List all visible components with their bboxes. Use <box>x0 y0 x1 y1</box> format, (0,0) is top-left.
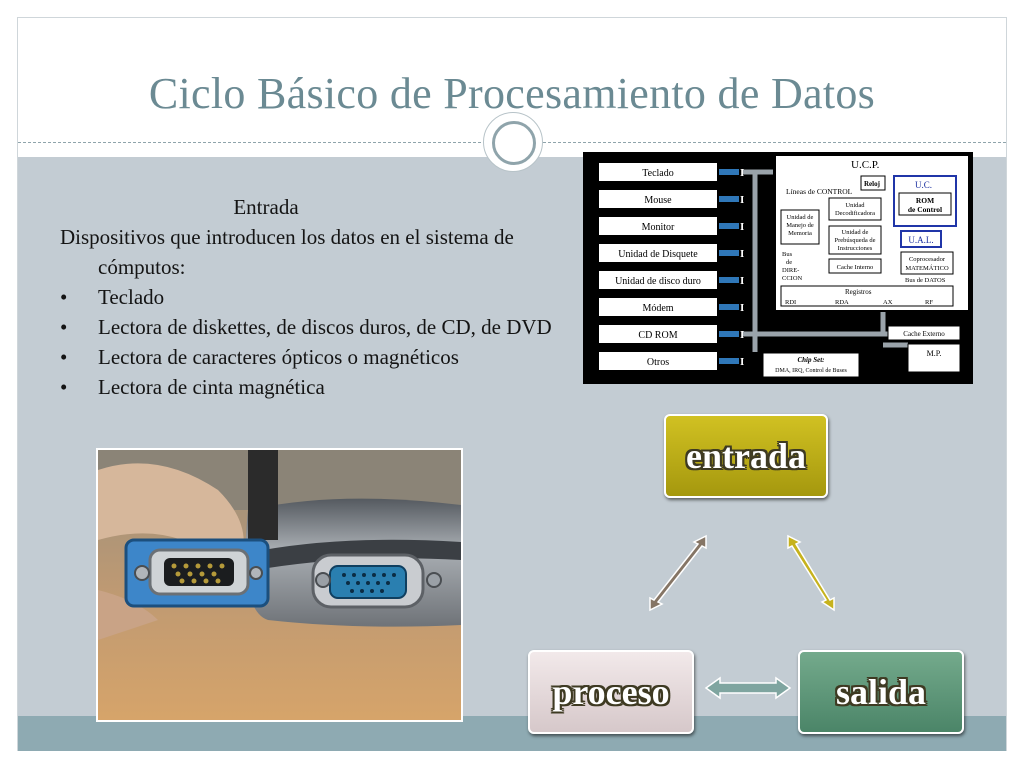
cycle-arrows <box>649 534 835 700</box>
register-label: RDI <box>785 299 796 306</box>
chip-set-title: Chip Set: <box>797 356 824 364</box>
io-port-label: I <box>740 356 744 368</box>
device-label: Otros <box>647 357 669 368</box>
unidad-manejo-label: Unidad de <box>787 214 814 221</box>
vga-connector-illustration <box>98 450 461 720</box>
section-heading: Entrada <box>233 195 299 219</box>
device-label: Teclado <box>642 168 674 179</box>
unidad-prebusqueda-label: Instrucciones <box>838 245 873 252</box>
register-label: RDA <box>835 299 849 306</box>
io-port-label: I <box>740 167 744 179</box>
bus-direccion-label: de <box>786 259 792 266</box>
device-label: Mouse <box>644 195 672 206</box>
bus-direccion-label: Bus <box>782 251 793 258</box>
registros-label: Registros <box>845 288 872 296</box>
device-label: Unidad de Disquete <box>618 249 698 260</box>
ual-label: U.A.L. <box>908 235 933 245</box>
device-list: Teclado Mouse Monitor Unidad de Disquete… <box>599 163 717 370</box>
io-port-label: I <box>740 221 744 233</box>
bullet-item: Lectora de diskettes, de discos duros, d… <box>60 312 555 342</box>
reloj-label: Reloj <box>864 180 880 188</box>
bus-datos-label: Bus de DATOS <box>905 277 946 284</box>
io-port-label: I <box>740 248 744 260</box>
double-arrow-icon <box>649 534 707 612</box>
io-port-label: I <box>740 194 744 206</box>
circle-ornament-icon <box>483 112 543 172</box>
double-arrow-icon <box>787 534 835 612</box>
vga-connector-photo <box>96 448 463 722</box>
unidad-prebusqueda-label: Prebúsqueda de <box>835 237 876 244</box>
io-port-label: I <box>740 275 744 287</box>
unidad-prebusqueda-label: Unidad de <box>842 229 869 236</box>
bus-direccion-label: DIRE- <box>782 267 799 274</box>
device-label: Unidad de disco duro <box>615 276 701 287</box>
io-port-label: I <box>740 329 744 341</box>
device-label: Módem <box>642 303 673 314</box>
device-label: CD ROM <box>638 330 677 341</box>
bullet-item: Lectora de caracteres ópticos o magnétic… <box>60 342 555 372</box>
salida-box: salida <box>798 650 964 734</box>
cache-interno-label: Cache Interno <box>837 264 874 271</box>
unidad-manejo-label: Manejo de <box>786 222 814 229</box>
ucp-title: U.C.P. <box>851 159 880 171</box>
entrada-box: entrada <box>664 414 828 498</box>
unidad-decodificadora-label: Decodificadora <box>835 210 875 217</box>
io-port-label: I <box>740 302 744 314</box>
double-arrow-icon <box>704 676 792 700</box>
coprocesador-label: MATEMÁTICO <box>905 264 949 272</box>
slide-title: Ciclo Básico de Procesamiento de Datos <box>148 69 876 118</box>
architecture-diagram: Teclado Mouse Monitor Unidad de Disquete… <box>583 152 973 384</box>
unidad-decodificadora-label: Unidad <box>845 202 865 209</box>
register-label: AX <box>883 299 893 306</box>
rom-control-label: ROM <box>916 196 934 205</box>
chip-set-desc: DMA, IRQ, Control de Buses <box>775 368 847 374</box>
uc-label: U.C. <box>915 180 932 190</box>
body-text: Entrada Dispositivos que introducen los … <box>60 192 555 402</box>
unidad-manejo-label: Memoria <box>788 230 812 237</box>
device-label: Monitor <box>642 222 675 233</box>
bus-direccion-label: CCION <box>782 275 803 282</box>
intro-text: Dispositivos que introducen los datos en… <box>60 225 514 279</box>
architecture-diagram-svg: Teclado Mouse Monitor Unidad de Disquete… <box>583 152 973 384</box>
mp-label: M.P. <box>927 349 942 358</box>
bullet-item: Teclado <box>60 282 555 312</box>
proceso-box: proceso <box>528 650 694 734</box>
lineas-control-label: Líneas de CONTROL <box>786 187 853 196</box>
register-label: RF <box>925 299 933 306</box>
rom-control-label-2: de Control <box>908 205 942 214</box>
cache-externo-label: Cache Externo <box>903 330 945 338</box>
bullet-item: Lectora de cinta magnética <box>60 372 555 402</box>
coprocesador-label: Coprocesador <box>909 256 946 263</box>
